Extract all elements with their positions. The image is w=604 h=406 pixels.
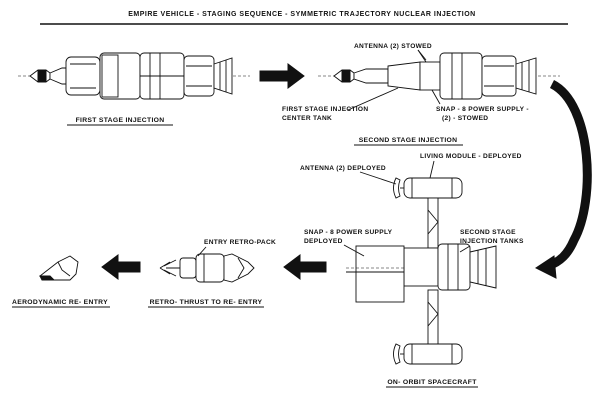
second-stage-caption: SECOND STAGE INJECTION <box>359 137 458 144</box>
snap-stowed-leader <box>431 89 441 105</box>
curved-arrow-head-icon <box>535 255 557 279</box>
living-module-leader <box>429 160 435 179</box>
reentry-capsule-icon <box>39 255 79 281</box>
center-tank-label-1: FIRST STAGE INJECTION <box>282 106 368 113</box>
center-tank-leader <box>347 87 399 111</box>
antenna-stowed-label: ANTENNA (2) STOWED <box>354 43 432 50</box>
first-stage-caption: FIRST STAGE INJECTION <box>76 117 165 124</box>
retro-thrust-caption: RETRO- THRUST TO RE- ENTRY <box>150 299 263 306</box>
injection-tanks-label-2: INJECTION TANKS <box>460 238 524 245</box>
snap-deployed-label-1: SNAP - 8 POWER SUPPLY <box>304 229 393 236</box>
curved-flow-arrow-icon <box>546 79 592 271</box>
reentry-caption: AERODYNAMIC RE- ENTRY <box>12 299 108 306</box>
snap-stowed-label-1: SNAP - 8 POWER SUPPLY - <box>436 106 529 113</box>
flow-arrow-1-icon <box>259 63 305 89</box>
antenna-deployed-leader <box>359 171 397 185</box>
living-module-label: LIVING MODULE - DEPLOYED <box>420 153 522 160</box>
diagram-title: EMPIRE VEHICLE - STAGING SEQUENCE - SYMM… <box>128 11 476 18</box>
on-orbit-caption: ON- ORBIT SPACECRAFT <box>387 379 477 386</box>
first-stage-vehicle <box>18 52 250 100</box>
injection-tanks-leader <box>459 245 471 253</box>
snap-stowed-label-2: (2) - STOWED <box>442 115 488 122</box>
antenna-deployed-label: ANTENNA (2) DEPLOYED <box>300 165 386 172</box>
second-stage-vehicle <box>318 49 560 100</box>
retro-pack-leader <box>197 246 207 257</box>
injection-tanks-label-1: SECOND STAGE <box>460 229 516 236</box>
on-orbit-spacecraft <box>346 177 497 365</box>
retro-thrust-vehicle <box>159 253 255 283</box>
snap-deployed-leader <box>343 244 365 257</box>
retro-pack-label: ENTRY RETRO-PACK <box>204 239 276 246</box>
flow-arrow-2-icon <box>283 254 327 280</box>
center-tank-label-2: CENTER TANK <box>282 115 332 122</box>
flow-arrow-3-icon <box>101 254 141 280</box>
antenna-stowed-leader <box>417 49 427 61</box>
snap-deployed-label-2: DEPLOYED <box>304 238 343 245</box>
